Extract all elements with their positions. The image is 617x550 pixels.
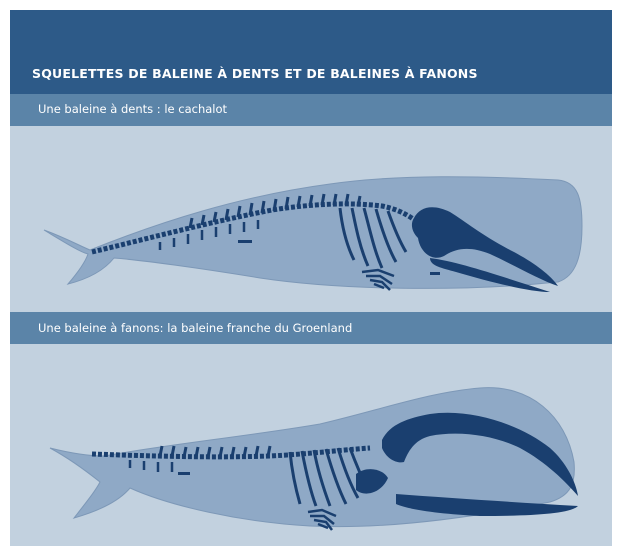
pelvic-bone bbox=[178, 472, 190, 475]
section-label-baleen: Une baleine à fanons: la baleine franche… bbox=[38, 321, 352, 335]
sperm-whale-body bbox=[44, 177, 582, 289]
section-label-toothed: Une baleine à dents : le cachalot bbox=[38, 102, 227, 116]
bowhead-whale-figure bbox=[10, 344, 612, 546]
pelvic-bone bbox=[238, 240, 252, 243]
hyoid-bone bbox=[430, 272, 440, 275]
sperm-whale-figure bbox=[10, 126, 612, 312]
page-title: SQUELETTES DE BALEINE À DENTS ET DE BALE… bbox=[32, 66, 478, 81]
infographic-frame: SQUELETTES DE BALEINE À DENTS ET DE BALE… bbox=[10, 10, 612, 546]
header-bar bbox=[10, 10, 612, 94]
